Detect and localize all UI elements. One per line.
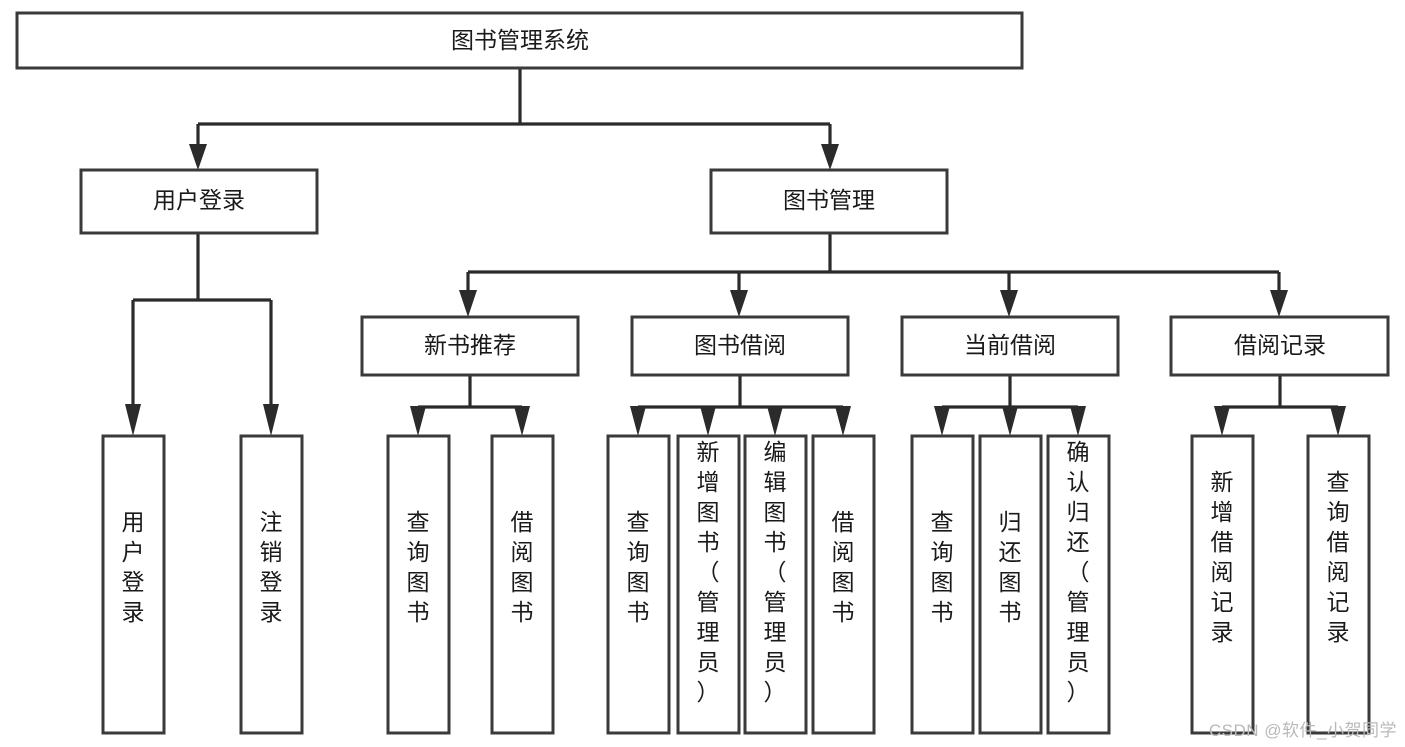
leaf-node[interactable]: 新增图书（管理员）: [676, 434, 741, 735]
leaf-node[interactable]: 查询图书: [386, 434, 451, 735]
leaf-user-login-1-box[interactable]: [101, 434, 166, 735]
node-current-borrow-label: 当前借阅: [964, 332, 1056, 358]
node-borrow-record-label: 借阅记录: [1234, 332, 1326, 358]
leaf-cb-1-label: 查询图书: [931, 509, 954, 625]
leaf-bb-1-box[interactable]: [606, 434, 671, 735]
leaf-bb-2-box[interactable]: [676, 434, 741, 735]
leaf-node[interactable]: 借阅图书: [490, 434, 555, 735]
leaf-nbr-2-label: 借阅图书: [511, 509, 534, 625]
arrow-head-leaf-cb-3: [1070, 406, 1086, 436]
arrow-head-leaf-bb-4: [835, 406, 851, 436]
leaf-nbr-1-box[interactable]: [386, 434, 451, 735]
arrow-head-leaf-bb-1: [630, 406, 646, 436]
leaf-node[interactable]: 借阅图书: [811, 434, 876, 735]
node-book-manage[interactable]: 图书管理: [709, 168, 949, 235]
leaf-node[interactable]: 编辑图书（管理员）: [743, 434, 808, 735]
node-book-borrow-label: 图书借阅: [694, 332, 786, 358]
leaf-node[interactable]: 用户登录: [101, 434, 166, 735]
node-book-manage-label: 图书管理: [783, 187, 875, 213]
leaf-user-login-2-box[interactable]: [239, 434, 304, 735]
leaf-node[interactable]: 新增借阅记录: [1190, 434, 1255, 735]
node-user-login[interactable]: 用户登录: [79, 168, 319, 235]
leaf-bb-4-box[interactable]: [811, 434, 876, 735]
node-book-manage-box[interactable]: [709, 168, 949, 235]
node-current-borrow[interactable]: 当前借阅: [900, 315, 1120, 377]
leaf-bb-2-label: 新增图书（管理员）: [697, 439, 720, 705]
node-current-borrow-box[interactable]: [900, 315, 1120, 377]
arrow-head-leaf-cb-2: [1002, 406, 1018, 436]
leaf-bb-1-label: 查询图书: [627, 509, 650, 625]
leaf-cb-2-box[interactable]: [978, 434, 1043, 735]
arrow-head-leaf-br-1: [1214, 406, 1230, 436]
leaf-br-1-box[interactable]: [1190, 434, 1255, 735]
leaf-cb-2-label: 归还图书: [999, 509, 1022, 625]
node-root-label: 图书管理系统: [451, 27, 589, 53]
node-book-borrow-box[interactable]: [630, 315, 850, 377]
node-new-book-recommend-box[interactable]: [360, 315, 580, 377]
node-user-login-label: 用户登录: [153, 187, 245, 213]
leaf-user-login-1-label: 用户登录: [122, 509, 145, 625]
leaf-node[interactable]: 查询图书: [606, 434, 671, 735]
node-book-borrow[interactable]: 图书借阅: [630, 315, 850, 377]
node-borrow-record-box[interactable]: [1169, 315, 1390, 377]
arrow-head-leaf-nbr-1: [410, 406, 426, 436]
leaf-node[interactable]: 归还图书: [978, 434, 1043, 735]
leaf-node[interactable]: 查询借阅记录: [1306, 434, 1371, 735]
node-borrow-record[interactable]: 借阅记录: [1169, 315, 1390, 377]
arrow-head-leaf-bb-2: [700, 406, 716, 436]
node-new-book-recommend-label: 新书推荐: [424, 332, 516, 358]
arrow-head-leaf-br-2: [1330, 406, 1346, 436]
leaf-nbr-1-label: 查询图书: [407, 509, 430, 625]
leaf-nbr-2-box[interactable]: [490, 434, 555, 735]
leaf-node[interactable]: 确认归还（管理员）: [1046, 434, 1111, 735]
arrow-head-borrow-record: [1270, 290, 1288, 317]
leaf-cb-3-box[interactable]: [1046, 434, 1111, 735]
node-new-book-recommend[interactable]: 新书推荐: [360, 315, 580, 377]
arrow-head-current-borrow: [1000, 290, 1018, 317]
arrow-head-leaf-nbr-2: [514, 406, 530, 436]
node-root[interactable]: 图书管理系统: [15, 11, 1024, 70]
leaf-node[interactable]: 查询图书: [910, 434, 975, 735]
arrow-head-book-borrow: [730, 290, 748, 317]
leaf-bb-4-label: 借阅图书: [832, 509, 855, 625]
leaf-user-login-2-label: 注销登录: [260, 509, 283, 625]
leaf-cb-3-label: 确认归还（管理员）: [1067, 439, 1090, 705]
arrow-head-user-login: [189, 144, 207, 170]
leaf-br-1-label: 新增借阅记录: [1211, 469, 1234, 645]
node-user-login-box[interactable]: [79, 168, 319, 235]
connector-layer: [125, 68, 1346, 436]
arrow-head-book-manage: [821, 144, 839, 170]
leaf-cb-1-box[interactable]: [910, 434, 975, 735]
arrow-head-leaf-user-login-1: [125, 404, 141, 436]
leaf-br-2-label: 查询借阅记录: [1327, 469, 1350, 645]
arrow-head-new-book-recommend: [459, 290, 477, 317]
leaf-node[interactable]: 注销登录: [239, 434, 304, 735]
leaf-bb-3-label: 编辑图书（管理员）: [764, 439, 787, 705]
leaf-bb-3-box[interactable]: [743, 434, 808, 735]
arrow-head-leaf-user-login-2: [263, 404, 279, 436]
leaf-br-2-box[interactable]: [1306, 434, 1371, 735]
arrow-head-leaf-cb-1: [934, 406, 950, 436]
node-root-box[interactable]: [15, 11, 1024, 70]
arrow-head-leaf-bb-3: [767, 406, 783, 436]
